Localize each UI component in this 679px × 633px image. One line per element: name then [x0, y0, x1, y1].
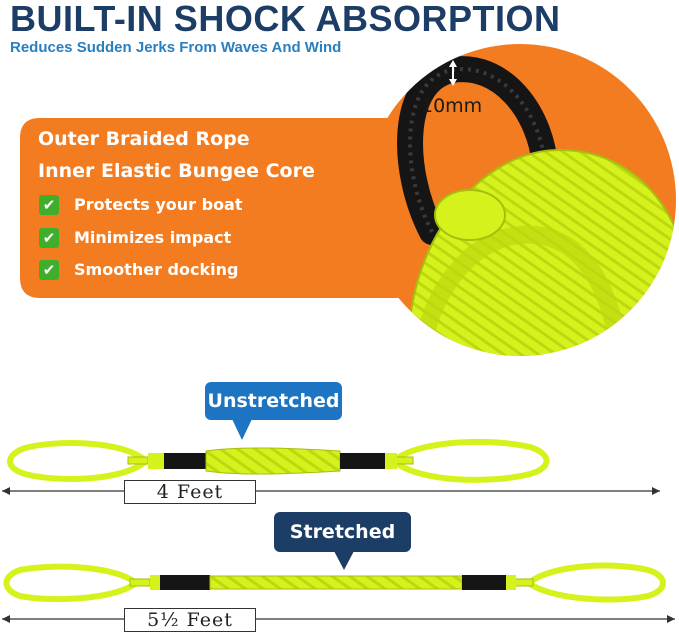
- stretched-badge: Stretched: [274, 512, 411, 552]
- benefit-item: Protects your boat: [74, 195, 243, 214]
- unstretched-badge: Unstretched: [205, 382, 342, 420]
- checkmark-icon: ✔: [39, 195, 59, 215]
- rope-closeup: [397, 56, 676, 356]
- benefit-item: Smoother docking: [74, 260, 239, 279]
- checkmark-icon: ✔: [39, 260, 59, 280]
- page-title: BUILT-IN SHOCK ABSORPTION: [10, 0, 561, 39]
- stretched-length-label: 5½ Feet: [124, 608, 256, 632]
- checkmark-icon: ✔: [39, 228, 59, 248]
- page-subtitle: Reduces Sudden Jerks From Waves And Wind: [10, 39, 342, 56]
- unstretched-rope: [7, 438, 550, 483]
- feature-outer-rope: Outer Braided Rope: [38, 128, 250, 150]
- feature-inner-core: Inner Elastic Bungee Core: [38, 160, 315, 182]
- benefit-item: Minimizes impact: [74, 228, 232, 247]
- stretched-rope: [3, 562, 666, 603]
- feature-card-bg: [20, 118, 460, 298]
- core-diameter-label: 10mm: [421, 95, 483, 117]
- unstretched-length-label: 4 Feet: [124, 480, 256, 504]
